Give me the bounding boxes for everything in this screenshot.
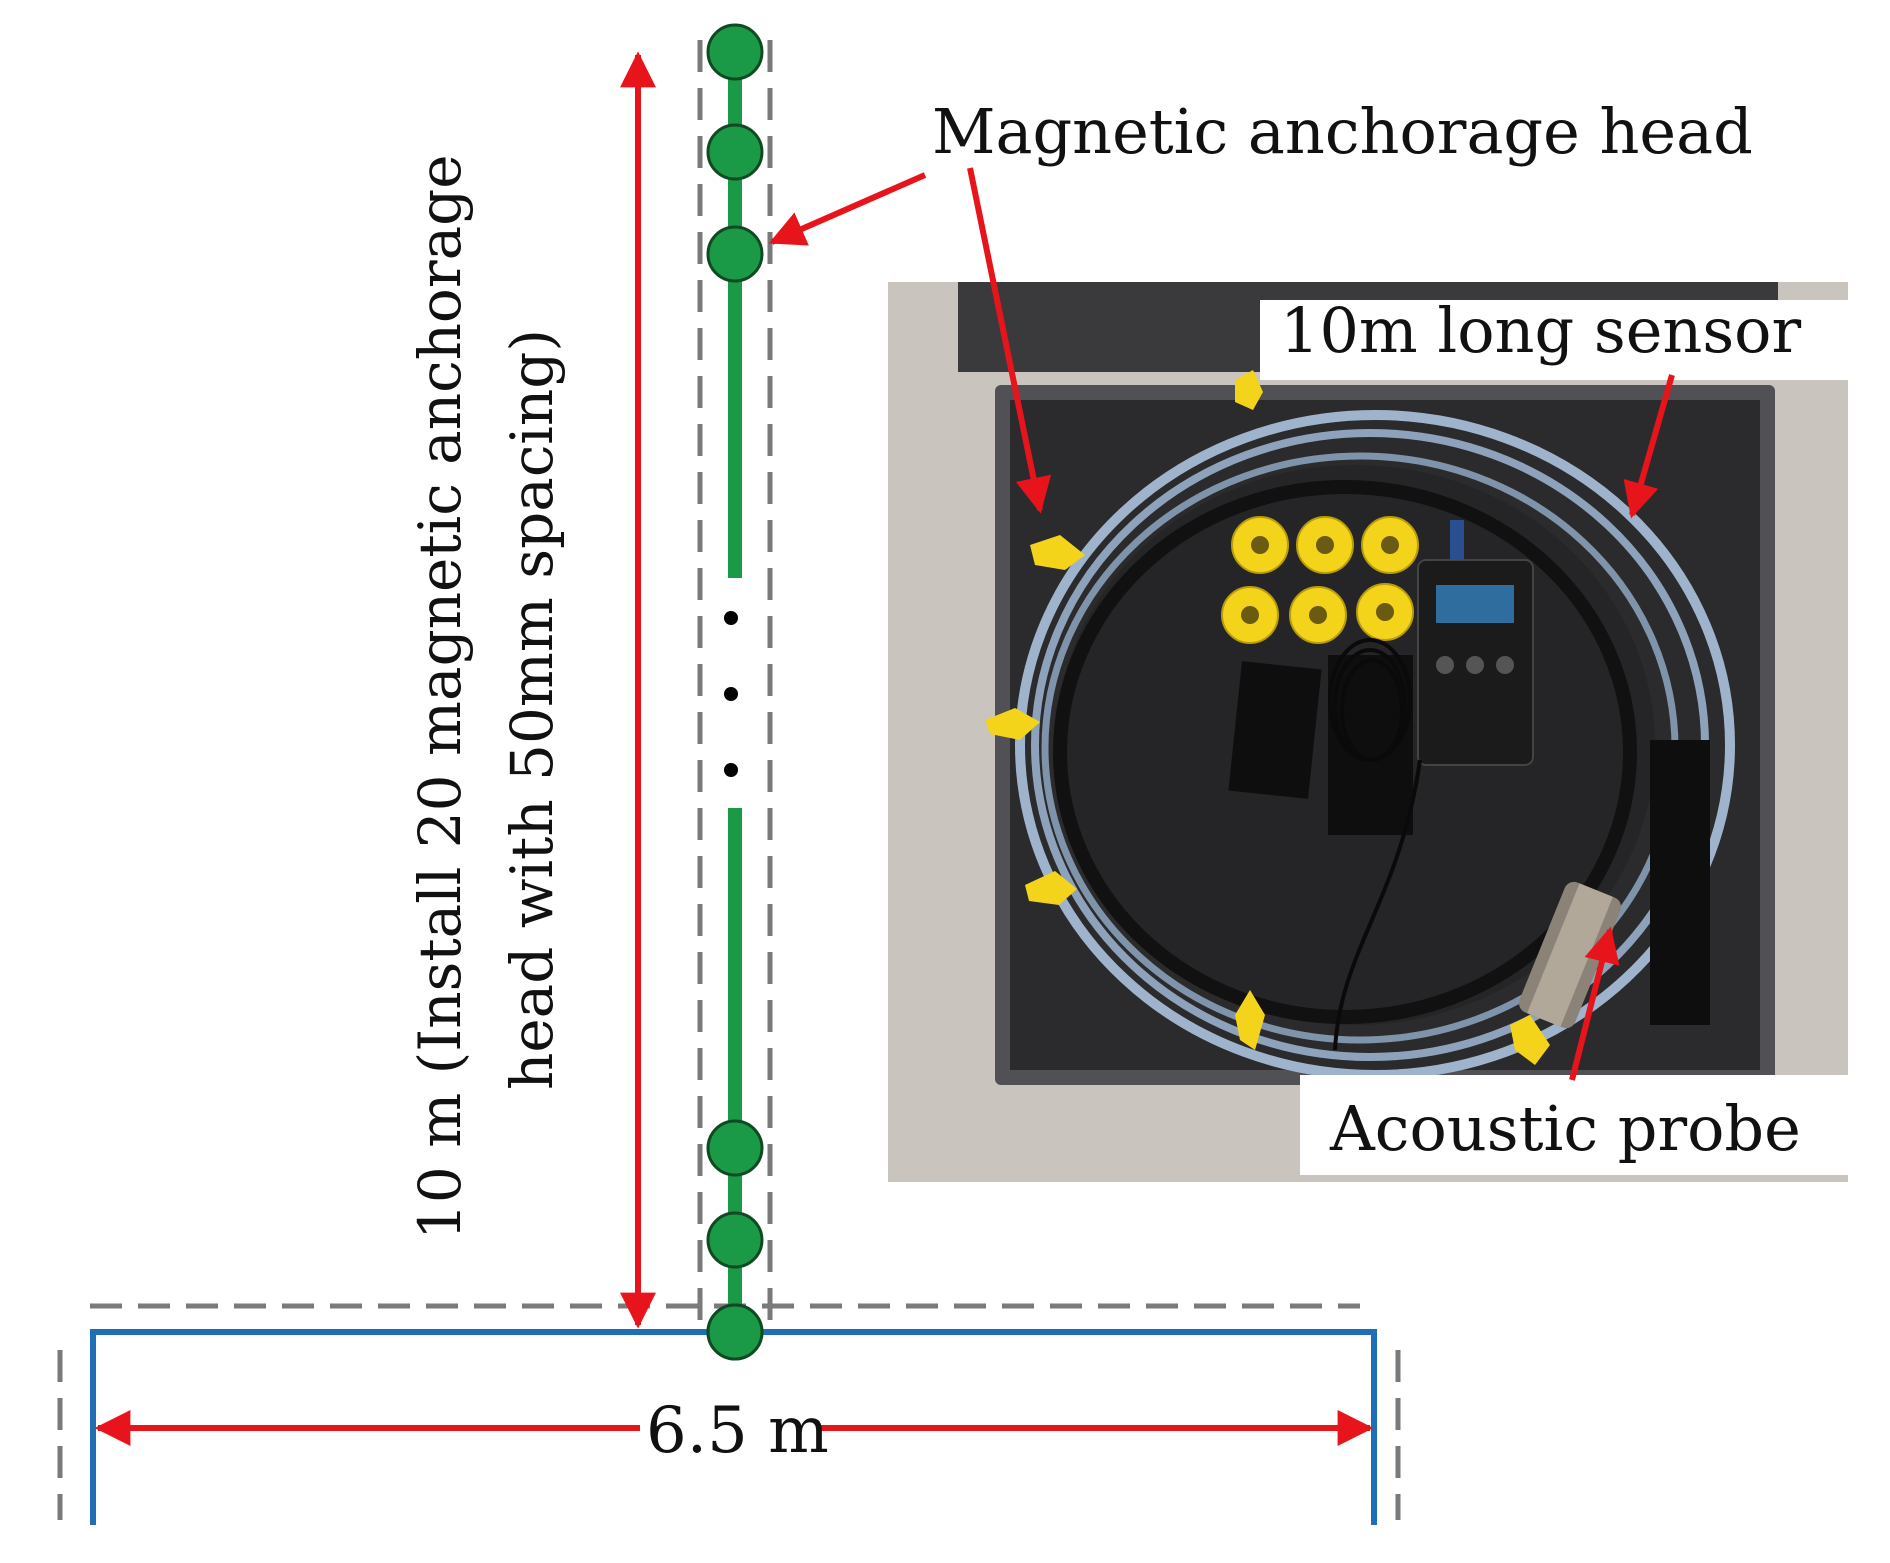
height-label: 10 m (Install 20 magnetic anchorage head… [406,154,566,1240]
callout-arrows [768,167,1675,1081]
anchor-head-icon [706,23,764,81]
coiled-cable [1328,638,1422,1051]
anchor-head-icon [706,123,764,181]
anchor-head-icon [706,1303,764,1361]
ring-anchors [985,370,1550,1065]
height-label-line1: 10 m (Install 20 magnetic anchorage [406,154,474,1240]
anchor-gears [1221,516,1419,644]
anchor-head-icon [706,1119,764,1177]
readout-device [1417,520,1534,766]
acoustic-probe-photo [1518,881,1622,1029]
anchor-head-icon [706,225,764,283]
sensor-photo [888,282,1848,1182]
magnetic-head-label: Magnetic anchorage head [932,95,1753,168]
ellipsis-icon [724,611,738,777]
anchor-head-icon [706,1211,764,1269]
sensor-label: 10m long sensor [1280,294,1801,367]
probe-label: Acoustic probe [1329,1092,1801,1165]
height-label-line2: head with 50mm spacing) [498,329,566,1090]
width-label: 6.5 m [646,1394,829,1468]
